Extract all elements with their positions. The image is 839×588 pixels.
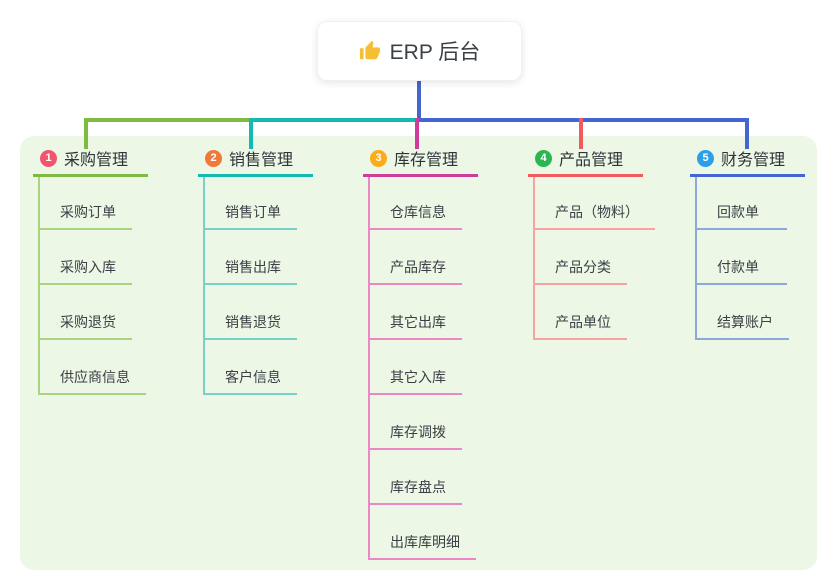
child-node[interactable]: 仓库信息 bbox=[370, 177, 462, 230]
branch-topic[interactable]: 2 销售管理 bbox=[198, 146, 313, 177]
child-node[interactable]: 其它入库 bbox=[370, 340, 462, 395]
branch: 3 库存管理 仓库信息 产品库存 其它出库 其它入库 库存调拨 库存盘点 出库库… bbox=[363, 146, 478, 560]
branch-title: 采购管理 bbox=[64, 152, 129, 169]
child-label: 产品单位 bbox=[555, 314, 611, 330]
branch-number-badge: 4 bbox=[535, 149, 552, 167]
child-label: 销售出库 bbox=[225, 259, 281, 275]
child-node[interactable]: 结算账户 bbox=[697, 285, 789, 340]
branch-topic[interactable]: 5 财务管理 bbox=[690, 146, 805, 177]
branch-children: 回款单 付款单 结算账户 bbox=[695, 177, 789, 340]
child-node[interactable]: 其它出库 bbox=[370, 285, 462, 340]
child-label: 采购退货 bbox=[60, 314, 116, 330]
child-node[interactable]: 销售订单 bbox=[205, 177, 297, 230]
child-label: 供应商信息 bbox=[60, 369, 130, 385]
connector-root-drop bbox=[417, 80, 421, 119]
branch-title: 财务管理 bbox=[721, 152, 786, 169]
branch-topic[interactable]: 1 采购管理 bbox=[33, 146, 148, 177]
branches-panel bbox=[20, 136, 817, 570]
child-node[interactable]: 采购退货 bbox=[40, 285, 132, 340]
connector-trunk-green bbox=[84, 118, 253, 122]
branch: 5 财务管理 回款单 付款单 结算账户 bbox=[690, 146, 805, 340]
child-label: 采购入库 bbox=[60, 259, 116, 275]
child-node[interactable]: 销售出库 bbox=[205, 230, 297, 285]
child-node[interactable]: 产品库存 bbox=[370, 230, 462, 285]
branch-title: 库存管理 bbox=[394, 152, 459, 169]
child-node[interactable]: 出库库明细 bbox=[370, 505, 476, 560]
branch: 2 销售管理 销售订单 销售出库 销售退货 客户信息 bbox=[198, 146, 313, 395]
root-node[interactable]: ERP 后台 bbox=[317, 21, 522, 81]
branch-children: 仓库信息 产品库存 其它出库 其它入库 库存调拨 库存盘点 出库库明细 bbox=[368, 177, 476, 560]
connector-trunk-blue bbox=[417, 118, 749, 122]
child-label: 其它出库 bbox=[390, 314, 446, 330]
branch-children: 产品（物料） 产品分类 产品单位 bbox=[533, 177, 655, 340]
branch-number-badge: 5 bbox=[697, 149, 714, 167]
branch-children: 销售订单 销售出库 销售退货 客户信息 bbox=[203, 177, 297, 395]
child-node[interactable]: 采购订单 bbox=[40, 177, 132, 230]
child-label: 产品（物料） bbox=[555, 204, 639, 220]
child-node[interactable]: 产品单位 bbox=[535, 285, 627, 340]
child-label: 出库库明细 bbox=[390, 534, 460, 550]
branch-title: 销售管理 bbox=[229, 152, 294, 169]
child-label: 回款单 bbox=[717, 204, 759, 220]
connector-drop-product bbox=[579, 118, 583, 149]
child-node[interactable]: 回款单 bbox=[697, 177, 787, 230]
branch: 4 产品管理 产品（物料） 产品分类 产品单位 bbox=[528, 146, 655, 340]
child-node[interactable]: 库存盘点 bbox=[370, 450, 462, 505]
connector-trunk-teal bbox=[252, 118, 418, 122]
child-label: 客户信息 bbox=[225, 369, 281, 385]
child-node[interactable]: 采购入库 bbox=[40, 230, 132, 285]
branch-number-badge: 1 bbox=[40, 149, 57, 167]
child-label: 产品库存 bbox=[390, 259, 446, 275]
child-label: 销售订单 bbox=[225, 204, 281, 220]
child-node[interactable]: 供应商信息 bbox=[40, 340, 146, 395]
connector-drop-inventory bbox=[415, 118, 419, 149]
child-node[interactable]: 库存调拨 bbox=[370, 395, 462, 450]
branch-number-badge: 3 bbox=[370, 149, 387, 167]
branch-topic[interactable]: 4 产品管理 bbox=[528, 146, 643, 177]
connector-drop-sales bbox=[249, 118, 253, 149]
child-label: 其它入库 bbox=[390, 369, 446, 385]
branch-children: 采购订单 采购入库 采购退货 供应商信息 bbox=[38, 177, 146, 395]
child-label: 库存盘点 bbox=[390, 479, 446, 495]
root-title: ERP 后台 bbox=[389, 41, 481, 64]
thumbs-up-icon-path bbox=[359, 40, 380, 60]
child-label: 仓库信息 bbox=[390, 204, 446, 220]
child-label: 付款单 bbox=[717, 259, 759, 275]
child-node[interactable]: 付款单 bbox=[697, 230, 787, 285]
branch-topic[interactable]: 3 库存管理 bbox=[363, 146, 478, 177]
child-label: 采购订单 bbox=[60, 204, 116, 220]
child-label: 库存调拨 bbox=[390, 424, 446, 440]
child-node[interactable]: 产品分类 bbox=[535, 230, 627, 285]
child-label: 结算账户 bbox=[717, 314, 773, 330]
branch-number-badge: 2 bbox=[205, 149, 222, 167]
child-node[interactable]: 销售退货 bbox=[205, 285, 297, 340]
child-node[interactable]: 客户信息 bbox=[205, 340, 297, 395]
connector-drop-finance bbox=[745, 118, 749, 149]
connector-drop-purchase bbox=[84, 118, 88, 149]
branch-title: 产品管理 bbox=[559, 152, 624, 169]
child-label: 产品分类 bbox=[555, 259, 611, 275]
thumbs-up-icon bbox=[359, 40, 380, 60]
branch: 1 采购管理 采购订单 采购入库 采购退货 供应商信息 bbox=[33, 146, 148, 395]
child-node[interactable]: 产品（物料） bbox=[535, 177, 655, 230]
child-label: 销售退货 bbox=[225, 314, 281, 330]
